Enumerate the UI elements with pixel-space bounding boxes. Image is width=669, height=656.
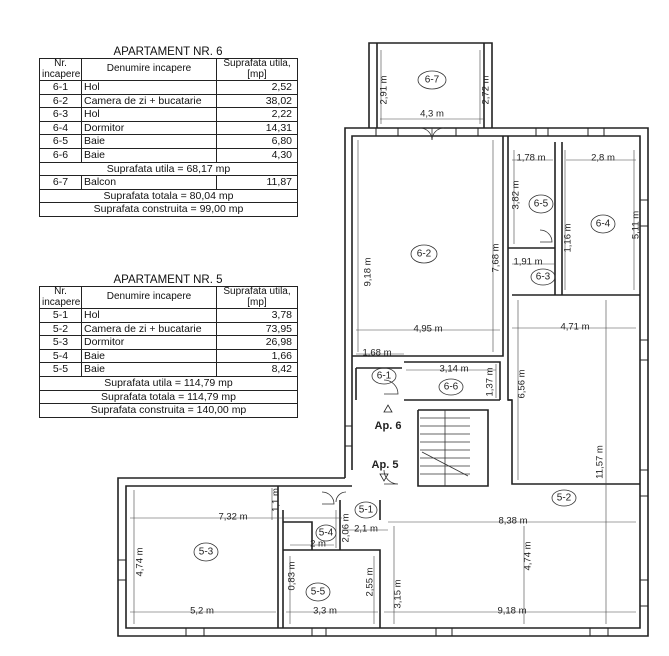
ap5-col-area: Suprafata utila, [mp] — [216, 286, 298, 309]
apartment-label-ap5: Ap. 5 — [372, 459, 399, 471]
dimension-label: 1,37 m — [485, 367, 496, 396]
room-text: 6-6 — [444, 382, 459, 393]
room-text: 6-3 — [536, 272, 551, 283]
room-label-5-3 — [193, 542, 219, 562]
ap6-col-area: Suprafata utila, [mp] — [216, 58, 298, 81]
ap5-construita-row: Suprafata construita = 140,00 mp — [39, 403, 298, 418]
dimension-label: 4,95 m — [413, 324, 442, 335]
dimension-label: 1,91 m — [513, 257, 542, 268]
room-text: 6-5 — [534, 199, 549, 210]
room-text: 5-4 — [319, 528, 334, 539]
dimension-label: 2,1 m — [354, 524, 378, 535]
dimension-label: 0,83 m — [287, 561, 298, 590]
windows — [118, 128, 648, 636]
room-text: 6-1 — [377, 371, 392, 382]
ap5-title: APARTAMENT NR. 5 — [113, 274, 223, 286]
dimension-label: 11,57 m — [595, 445, 606, 479]
dimension-label: 8,38 m — [498, 516, 527, 527]
stair-treads — [420, 410, 470, 486]
dimension-label: 4,3 m — [420, 109, 444, 120]
room-text: 5-5 — [311, 587, 326, 598]
ap5-table-block: APARTAMENT NR. 5 Nr. incapere Denumire i… — [39, 274, 298, 418]
dimension-label: 7,32 m — [218, 512, 247, 523]
dimension-label: 1,78 m — [516, 153, 545, 164]
room-text: 5-1 — [359, 505, 374, 516]
room-label-6-5 — [528, 194, 554, 214]
ap5-header-row: Nr. incapere Denumire incapere Suprafata… — [39, 286, 298, 309]
dimension-label: 4,71 m — [560, 322, 589, 333]
room-label-6-6 — [438, 378, 464, 396]
room-label-5-2 — [551, 489, 577, 507]
dimension-label: 2 m — [310, 539, 326, 550]
dimension-label: 2,91 m — [379, 75, 390, 104]
dimension-label: 7,68 m — [491, 243, 502, 272]
dimension-label: 4,74 m — [135, 547, 146, 576]
dimension-label: 5,11 m — [631, 211, 642, 239]
dimension-lines — [130, 50, 636, 624]
room-text: 6-2 — [417, 249, 432, 260]
dimension-label: 1,68 m — [362, 348, 391, 359]
walls — [117, 42, 649, 637]
ap5-construita: Suprafata construita = 140,00 mp — [39, 403, 298, 418]
room-label-6-7 — [417, 70, 447, 90]
dimension-label: 1,16 m — [563, 223, 574, 252]
room-text: 6-7 — [425, 75, 440, 86]
dimension-label: 4,74 m — [523, 541, 534, 570]
dimension-label: 3,82 m — [511, 180, 522, 209]
dimension-label: 9,18 m — [363, 257, 374, 286]
apartment-labels: Ap. 6 Ap. 5 — [372, 404, 402, 482]
room-text: 6-4 — [596, 219, 611, 230]
apartment-label-ap6: Ap. 6 — [375, 420, 402, 432]
ap6-table: Nr. incapere Denumire incapere Suprafata… — [39, 58, 298, 217]
dimension-label: 2,55 m — [365, 567, 376, 596]
dimension-label: 3,14 m — [439, 364, 468, 375]
dimension-label: 2,8 m — [591, 153, 615, 164]
room-text: 5-2 — [557, 493, 572, 504]
dimension-label: 3,15 m — [393, 579, 404, 608]
room-labels — [193, 70, 616, 602]
dimension-label: 6,56 m — [517, 369, 528, 398]
room-label-5-1 — [354, 501, 378, 519]
ap6-title: APARTAMENT NR. 6 — [113, 46, 223, 58]
dimension-label: 5,2 m — [190, 606, 214, 617]
dimension-label: 9,18 m — [497, 606, 526, 617]
room-label-6-3 — [530, 268, 556, 286]
ap6-header-row: Nr. incapere Denumire incapere Suprafata… — [39, 58, 298, 81]
dimension-label: 2,72 m — [481, 75, 492, 104]
room-label-texts: 6-7 6-5 6-4 6-2 6-3 6-1 6-6 5-2 5-1 5-4 … — [199, 75, 611, 598]
dimension-label: 1,1 m — [271, 488, 282, 512]
room-label-6-1 — [371, 367, 397, 385]
ap6-col-name: Denumire incapere — [81, 58, 217, 81]
dimension-label: 2,06 m — [341, 513, 352, 542]
doors — [321, 127, 553, 505]
room-label-6-4 — [590, 214, 616, 234]
dimension-label: 3,3 m — [313, 606, 337, 617]
ap6-construita-row: Suprafata construita = 99,00 mp — [39, 202, 298, 217]
dimension-labels: 2,91 m 2,72 m 4,3 m 1,78 m 2,8 m 3,82 m … — [135, 75, 642, 616]
ap6-table-block: APARTAMENT NR. 6 Nr. incapere Denumire i… — [39, 46, 298, 217]
room-label-5-4 — [315, 524, 337, 542]
ap6-construita: Suprafata construita = 99,00 mp — [39, 202, 298, 217]
ap5-table: Nr. incapere Denumire incapere Suprafata… — [39, 286, 298, 418]
room-text: 5-3 — [199, 547, 214, 558]
room-label-6-2 — [410, 244, 438, 264]
room-label-5-5 — [305, 582, 331, 602]
